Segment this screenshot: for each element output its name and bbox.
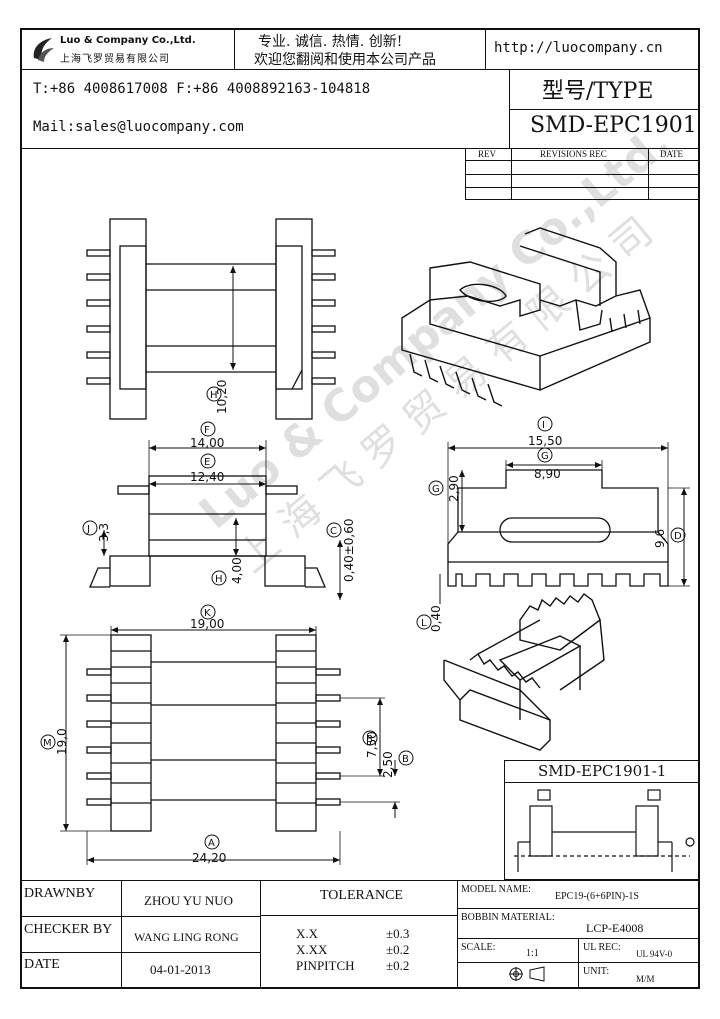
dim-i: 15,50 [528, 434, 562, 448]
dim-letter-j: J [86, 524, 90, 535]
website-link[interactable]: http://luocompany.cn [494, 40, 663, 56]
dim-letter-e: E [204, 457, 210, 468]
tol-label-2: PINPITCH [296, 958, 355, 973]
iso-view-bottom [443, 593, 605, 751]
drawn-by-label: DRAWNBY [24, 886, 96, 901]
dim-e: 12,40 [190, 470, 224, 484]
dim-letter-g2: G [432, 484, 440, 495]
mail-address[interactable]: Mail:sales@luocompany.com [33, 119, 244, 135]
projection-symbol-icon [508, 965, 548, 987]
unit-value: M/M [636, 974, 655, 984]
side-view [86, 218, 336, 420]
drawn-by-value: ZHOU YU NUO [144, 893, 234, 908]
pcb-layout-title: SMD-EPC1901-1 [538, 762, 667, 780]
dim-j: 3,3 [97, 523, 111, 542]
dim-letter-l: L [421, 618, 427, 629]
tolerance-label: TOLERANCE [320, 888, 403, 903]
technical-drawing: 10,20 H F 14,00 E 12,40 J 3,3 4,00 H C 0… [40, 218, 690, 865]
iso-view-top [401, 227, 651, 407]
ul-label: UL REC: [583, 942, 621, 953]
title-block [20, 880, 700, 989]
ul-value: UL 94V-0 [636, 949, 673, 959]
dim-g-width: 8,90 [534, 467, 561, 481]
dim-letter-b2: B [402, 754, 409, 765]
rev-header: REV [478, 149, 496, 159]
date-value: 04-01-2013 [150, 962, 211, 977]
dim-f: 14,00 [190, 436, 224, 450]
scale-value: 1:1 [526, 948, 539, 959]
bobbin-value: LCP-E4008 [586, 921, 644, 935]
dim-letter-m: M [43, 738, 52, 749]
slogan-line-1: 专业. 诚信. 热情. 创新! [258, 34, 403, 50]
phone-fax: T:+86 4008617008 F:+86 4008892163-104818 [33, 81, 371, 97]
type-label: 型号/TYPE [542, 79, 654, 104]
dim-letter-f: F [204, 425, 210, 436]
dim-letter-d: D [674, 531, 682, 542]
dim-letter-k: K [204, 608, 211, 619]
bobbin-label: BOBBIN MATERIAL: [461, 912, 555, 923]
tol-label-1: X.XX [296, 942, 328, 957]
dim-h-front: 4,00 [230, 557, 244, 584]
tol-value-1: ±0.2 [386, 942, 410, 957]
scale-label: SCALE: [461, 942, 496, 953]
dim-d: 9,6 [653, 529, 667, 548]
tol-value-2: ±0.2 [386, 958, 410, 973]
revisions-rec-header: REVISIONS REC [540, 149, 607, 159]
dim-b-gap: 2,50 [381, 751, 395, 778]
company-name-cn: 上海飞罗贸易有限公司 [60, 54, 170, 65]
dim-letter-h1: H [210, 390, 218, 401]
tol-value-0: ±0.3 [386, 926, 410, 941]
dim-letter-i: I [542, 420, 545, 431]
checker-value: WANG LING RONG [134, 930, 239, 944]
dim-letter-a: A [208, 838, 215, 849]
dim-letter-b1: B [366, 734, 373, 745]
date-label: DATE [24, 957, 60, 972]
unit-label: UNIT: [583, 966, 610, 977]
checker-label: CHECKER BY [24, 922, 113, 937]
company-name: Luo & Company Co.,Ltd. [60, 35, 196, 46]
model-label: MODEL NAME: [461, 884, 531, 895]
tol-label-0: X.X [296, 926, 319, 941]
dim-g-height: 2,90 [447, 475, 461, 502]
front-view [89, 440, 343, 600]
date-header: DATE [660, 149, 683, 159]
type-value: SMD-EPC1901 [530, 113, 697, 138]
dim-c: 0,40±0,60 [342, 519, 356, 583]
bottom-view [60, 626, 400, 865]
dim-letter-c: C [330, 526, 337, 537]
dim-k: 19,00 [190, 617, 224, 631]
dim-l: 0,40 [429, 605, 443, 632]
pcb-layout-box [504, 760, 700, 880]
dim-a: 24,20 [192, 851, 226, 865]
pcb-layout-drawing [514, 789, 695, 872]
slogan-line-2: 欢迎您翻阅和使用本公司产品 [254, 52, 436, 68]
dim-letter-h2: H [215, 574, 223, 585]
end-view [439, 442, 690, 604]
dim-letter-g1: G [541, 451, 549, 462]
model-value: EPC19-(6+6PIN)-1S [555, 891, 639, 902]
dim-m: 19,0 [55, 728, 69, 755]
company-logo-icon [30, 34, 56, 64]
